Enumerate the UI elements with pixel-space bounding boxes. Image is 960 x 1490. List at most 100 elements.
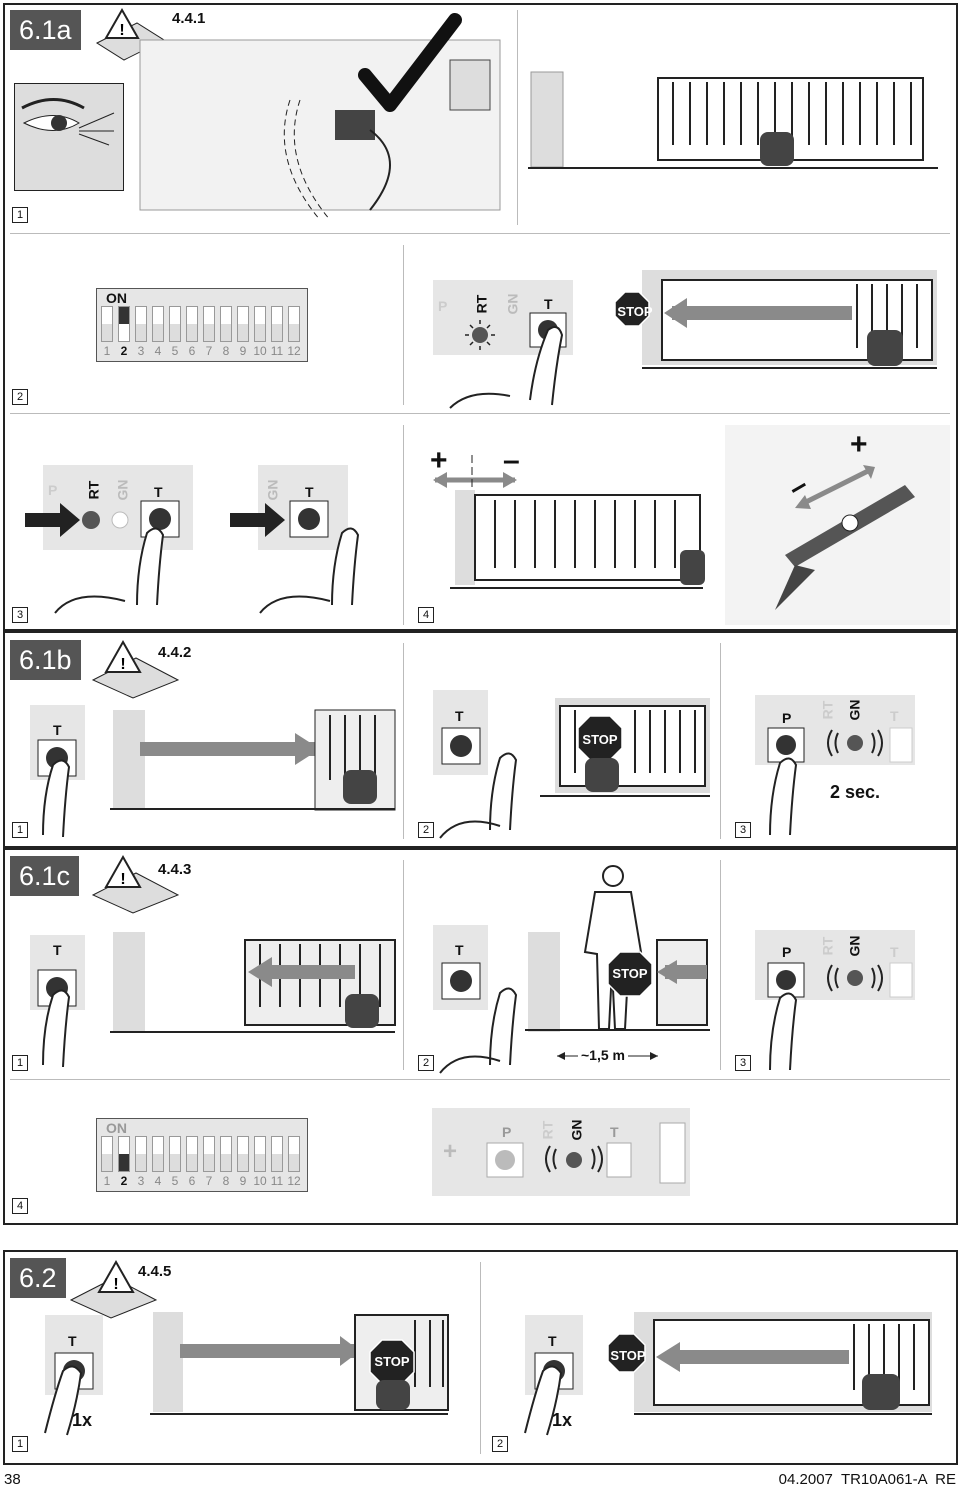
gate-opening-stop-illustration bbox=[150, 1312, 449, 1415]
dip-switch-knob bbox=[238, 324, 248, 341]
gate-opening-illustration bbox=[110, 709, 396, 811]
dip-switch-knob bbox=[153, 324, 163, 341]
step-4-badge: 4 bbox=[418, 607, 434, 623]
dip-switch-7 bbox=[203, 1136, 215, 1172]
gn-flashing-illustration bbox=[755, 695, 915, 836]
plus-sign: + bbox=[430, 444, 448, 477]
stop-sign-label: STOP bbox=[582, 732, 618, 747]
step-1-badge: 1 bbox=[12, 207, 28, 223]
press-t-button-illustration bbox=[30, 705, 85, 838]
dip-switch-number: 11 bbox=[270, 1174, 284, 1188]
rt-led-label: RT bbox=[85, 480, 102, 500]
svg-text:!: ! bbox=[119, 22, 124, 39]
step-1-badge: 1 bbox=[12, 1055, 28, 1071]
stop-sign-label: STOP bbox=[617, 304, 653, 319]
dip-switch-number: 11 bbox=[270, 344, 284, 358]
t-button-label: T bbox=[68, 1333, 77, 1349]
dip-switch-knob bbox=[119, 307, 129, 324]
press-t-button-illustration bbox=[433, 690, 518, 839]
dip-switch-on-label: ON bbox=[106, 1120, 127, 1136]
dip-switch-3 bbox=[135, 306, 147, 342]
gate-closing-illustration bbox=[110, 932, 396, 1033]
warning-manual-icon: ! bbox=[91, 639, 180, 699]
gn-led-label: GN bbox=[114, 479, 131, 501]
dip-switch-number: 10 bbox=[253, 1174, 267, 1188]
section-label-6-1c: 6.1c bbox=[10, 856, 80, 896]
dip-switch-3 bbox=[135, 1136, 147, 1172]
step-1-badge: 1 bbox=[12, 822, 28, 838]
gn-led-label: GN bbox=[568, 1119, 585, 1141]
control-panel-gn-illustration bbox=[432, 1108, 690, 1196]
warning-manual-icon: ! bbox=[95, 7, 166, 61]
gn-flashing-illustration bbox=[755, 930, 915, 1071]
gate-closed-illustration bbox=[528, 71, 938, 169]
t-button-label: T bbox=[53, 722, 62, 738]
dip-switch-11 bbox=[271, 306, 283, 342]
rt-led-label: RT bbox=[819, 936, 836, 956]
dip-switch-8 bbox=[220, 306, 232, 342]
control-panel-press-t-illustration bbox=[230, 465, 360, 614]
press-t-once-illustration bbox=[524, 1315, 583, 1436]
dip-switch-number: 1 bbox=[103, 344, 111, 358]
dip-switch-knob bbox=[238, 1154, 248, 1171]
divider bbox=[10, 233, 950, 234]
dip-switch-number: 8 bbox=[222, 344, 230, 358]
gate-closing-stop-illustration bbox=[607, 1312, 932, 1415]
p-led-label: P bbox=[48, 482, 58, 498]
plus-sign: + bbox=[850, 428, 868, 461]
dip-switch-knob bbox=[221, 1154, 231, 1171]
eye-inspection-illustration bbox=[14, 83, 124, 191]
dip-switch-6 bbox=[186, 306, 198, 342]
dip-switch-knob bbox=[170, 1154, 180, 1171]
step-2-badge: 2 bbox=[492, 1436, 508, 1452]
dip-switch-number: 5 bbox=[171, 344, 179, 358]
dip-switch-knob bbox=[272, 324, 282, 341]
two-seconds-label: 2 sec. bbox=[830, 782, 881, 802]
dip-switch-number: 2 bbox=[120, 344, 128, 358]
t-button-label: T bbox=[544, 296, 553, 312]
once-label: 1x bbox=[552, 1410, 573, 1430]
force-potentiometer-illustration bbox=[725, 425, 950, 625]
t-button-label: T bbox=[154, 484, 163, 500]
dip-switch-row bbox=[101, 1136, 306, 1174]
dip-switch-1 bbox=[101, 1136, 113, 1172]
dip-switch-knob bbox=[289, 324, 299, 341]
dip-switch-number: 1 bbox=[103, 1174, 111, 1188]
dip-switch-number: 8 bbox=[222, 1174, 230, 1188]
stop-sign-label: STOP bbox=[610, 1348, 646, 1363]
manual-reference: 4.4.5 bbox=[138, 1263, 172, 1280]
press-t-once-illustration bbox=[44, 1315, 103, 1436]
control-panel-rt-illustration bbox=[433, 280, 573, 409]
dip-switch-knob bbox=[102, 324, 112, 341]
section-label-6-1a: 6.1a bbox=[10, 10, 81, 50]
t-button-label: T bbox=[305, 484, 314, 500]
section-label-6-2: 6.2 bbox=[10, 1258, 66, 1298]
dip-switch-number: 4 bbox=[154, 344, 162, 358]
dip-switch-knob bbox=[289, 1154, 299, 1171]
dip-switch-number: 7 bbox=[205, 344, 213, 358]
dip-switch-knob bbox=[221, 324, 231, 341]
dip-switch-1 bbox=[101, 306, 113, 342]
dip-switch-number: 10 bbox=[253, 344, 267, 358]
manual-reference: 4.4.3 bbox=[158, 861, 192, 878]
dip-switch-knob bbox=[272, 1154, 282, 1171]
dip-switch-knob bbox=[187, 324, 197, 341]
t-button-label: T bbox=[53, 942, 62, 958]
dip-switch-2 bbox=[118, 306, 130, 342]
dip-switch-knob bbox=[255, 324, 265, 341]
t-button-label: T bbox=[610, 1124, 619, 1140]
p-button-label: P bbox=[502, 1124, 512, 1140]
dip-switch-knob bbox=[102, 1154, 112, 1171]
dip-switch-knob bbox=[136, 324, 146, 341]
manual-reference: 4.4.2 bbox=[158, 644, 192, 661]
gn-led-label: GN bbox=[264, 479, 281, 501]
dip-switch-number: 9 bbox=[239, 344, 247, 358]
t-button-label: T bbox=[455, 942, 464, 958]
step-2-badge: 2 bbox=[418, 822, 434, 838]
svg-text:!: ! bbox=[113, 1276, 118, 1293]
warning-manual-icon: ! bbox=[69, 1259, 158, 1319]
dip-switch-2 bbox=[118, 1136, 130, 1172]
dip-switch-knob bbox=[153, 1154, 163, 1171]
divider bbox=[517, 10, 518, 225]
dip-switch-12 bbox=[288, 306, 300, 342]
